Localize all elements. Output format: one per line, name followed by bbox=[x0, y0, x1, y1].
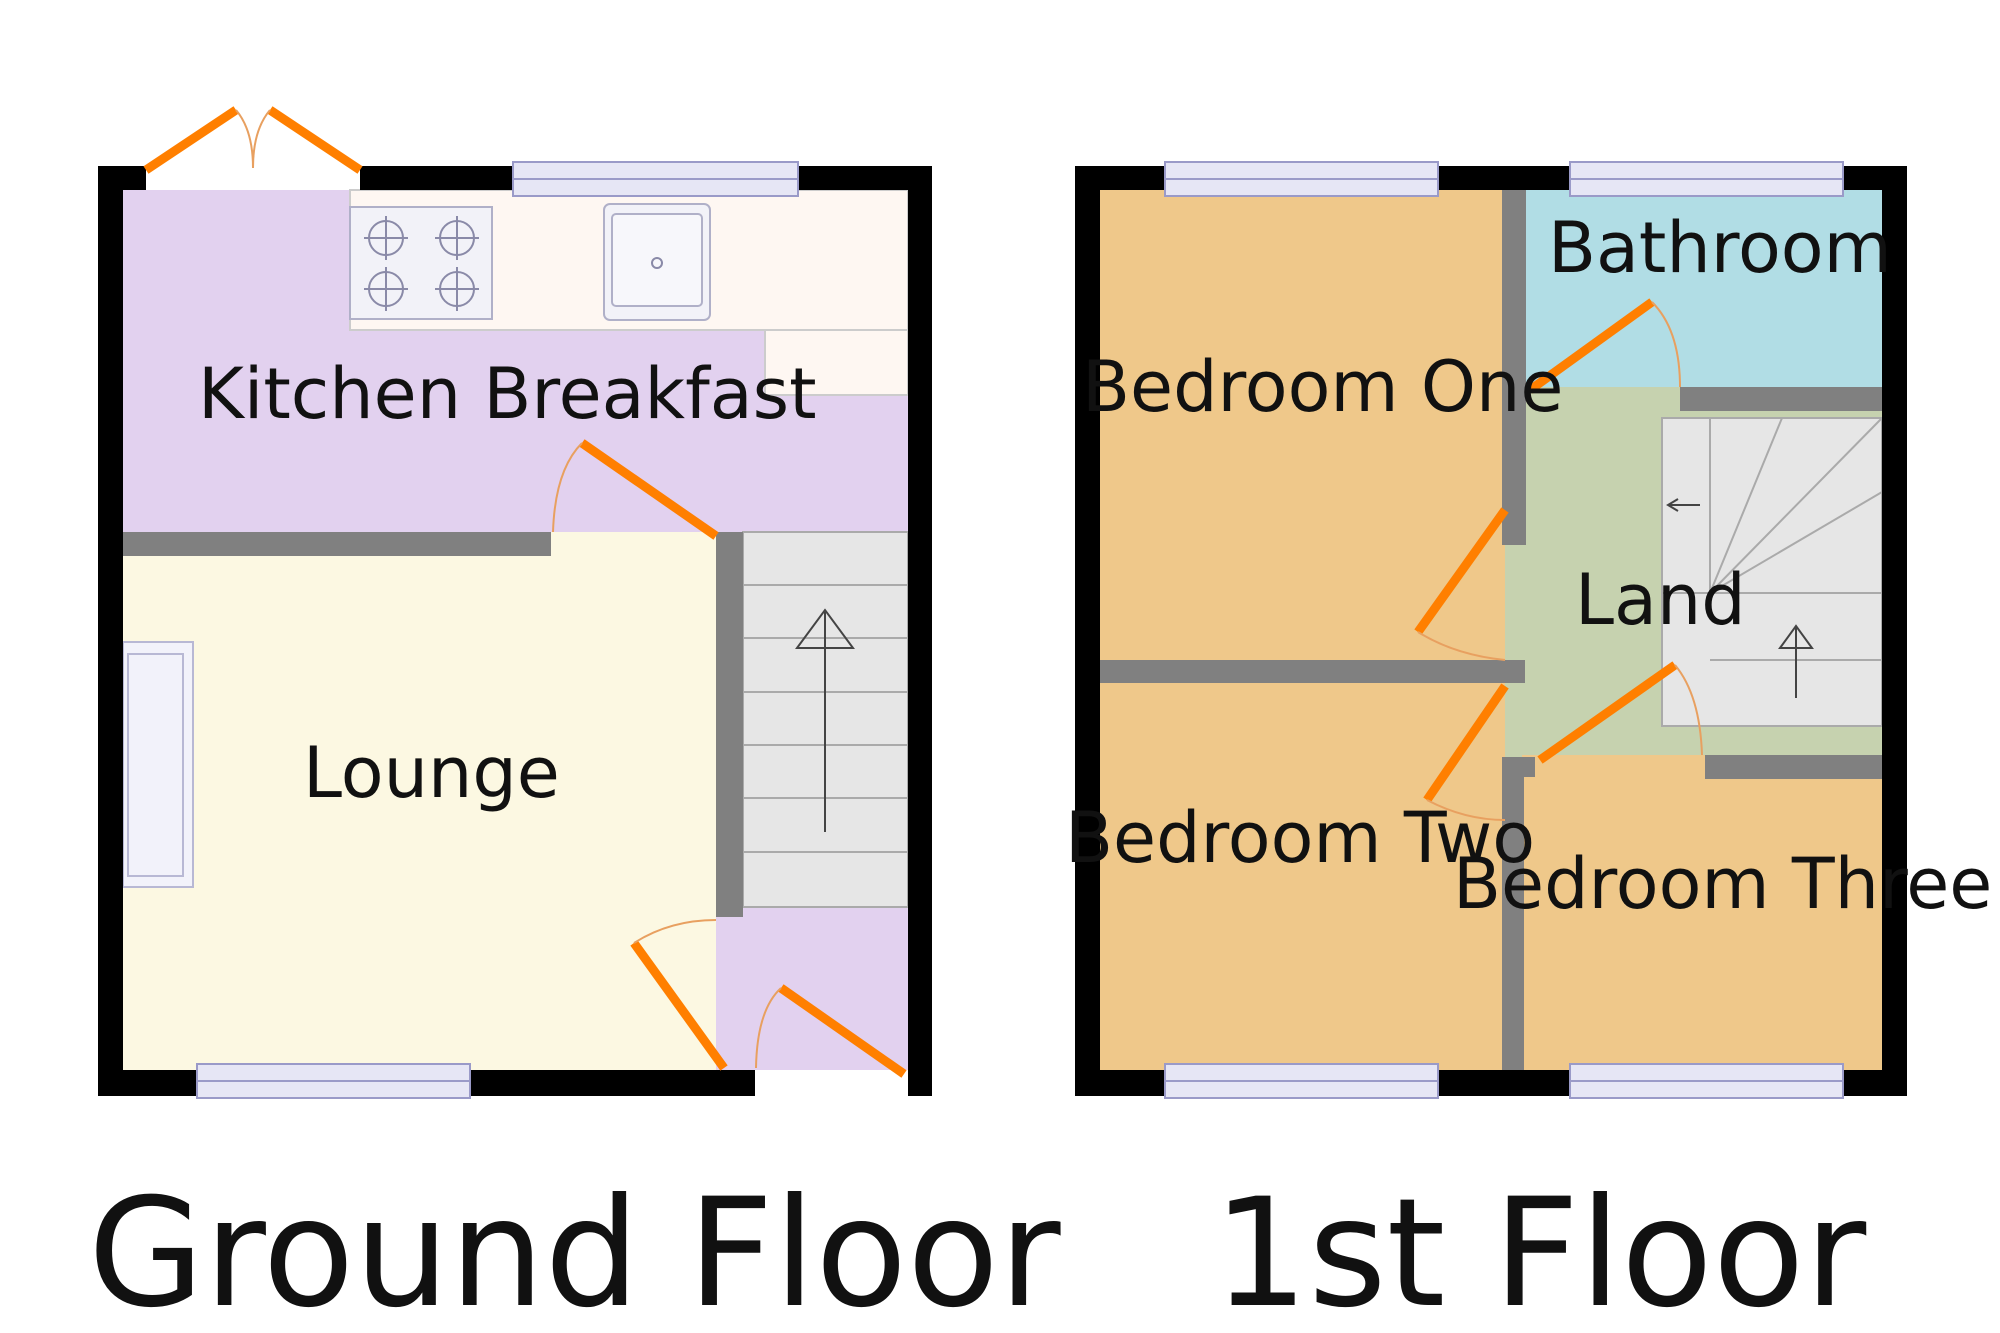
window bbox=[1164, 1063, 1439, 1099]
lounge-area bbox=[123, 532, 716, 1070]
internal-wall bbox=[123, 532, 551, 556]
hallway-area bbox=[716, 900, 908, 1070]
first-floor-plan: Bathroom Bedroom One Land Bedroom Two Be… bbox=[1065, 161, 1992, 1099]
room-label-bedroom-two: Bedroom Two bbox=[1065, 797, 1535, 879]
bedroom-three-area bbox=[1522, 755, 1882, 1070]
ground-floor-title: Ground Floor bbox=[88, 1167, 1061, 1333]
room-label-bedroom-three: Bedroom Three bbox=[1453, 843, 1992, 925]
bedroom-two-area bbox=[1100, 683, 1505, 1070]
internal-wall bbox=[1100, 660, 1525, 683]
french-doors bbox=[143, 106, 363, 174]
ground-floor-stairs bbox=[742, 531, 909, 908]
internal-wall bbox=[1510, 757, 1535, 777]
first-floor-title: 1st Floor bbox=[1213, 1167, 1867, 1333]
window bbox=[1569, 1063, 1844, 1099]
internal-wall bbox=[1502, 190, 1526, 545]
room-label-lounge: Lounge bbox=[303, 732, 560, 814]
sink-icon bbox=[603, 203, 711, 321]
front-door bbox=[755, 984, 907, 1078]
internal-wall bbox=[716, 532, 743, 917]
stairs-left-arrow-icon bbox=[1666, 498, 1700, 512]
stairs-up-arrow-icon bbox=[1778, 624, 1814, 698]
internal-wall bbox=[1705, 755, 1882, 779]
door bbox=[1527, 298, 1681, 394]
door bbox=[552, 439, 719, 540]
door bbox=[1423, 683, 1509, 821]
window bbox=[1569, 161, 1844, 197]
fireplace-icon bbox=[122, 641, 194, 888]
window bbox=[1164, 161, 1439, 197]
bedroom-one-area bbox=[1100, 190, 1505, 672]
door bbox=[630, 919, 728, 1071]
internal-wall bbox=[1502, 757, 1524, 1070]
door bbox=[1414, 507, 1509, 661]
hob-icon bbox=[349, 206, 493, 320]
room-label-bathroom: Bathroom bbox=[1548, 207, 1892, 289]
first-floor-stairs bbox=[1661, 417, 1883, 727]
internal-wall bbox=[1680, 387, 1882, 411]
stairs-up-arrow-icon bbox=[795, 608, 855, 832]
room-label-bedroom-one: Bedroom One bbox=[1082, 346, 1563, 428]
room-label-landing: Land bbox=[1575, 559, 1746, 641]
room-label-kitchen: Kitchen Breakfast bbox=[198, 353, 817, 435]
ground-floor-plan: Kitchen Breakfast Lounge bbox=[98, 106, 932, 1099]
door bbox=[1537, 661, 1703, 764]
